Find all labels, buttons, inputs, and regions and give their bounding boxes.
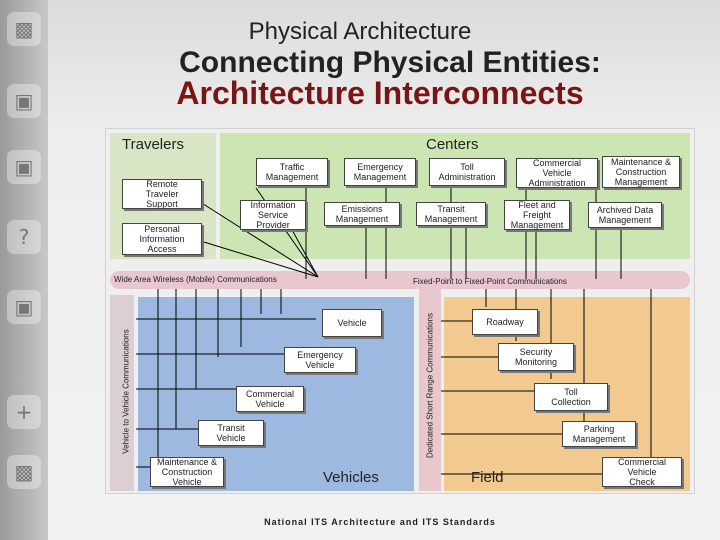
information-service-provider-box: Information Service Provider [240,200,306,230]
field-label: Field [471,469,504,486]
security-monitoring-box: Security Monitoring [498,343,574,371]
vehicle-box: Vehicle [322,309,382,337]
archived-data-management-box: Archived Data Management [588,202,662,228]
car-icon: ▩ [7,12,41,46]
v2v-strip [110,295,134,491]
traffic-management-box: Traffic Management [256,158,328,186]
question-icon: ? [7,220,41,254]
parking-management-box: Parking Management [562,421,636,447]
bus-icon: ▣ [7,290,41,324]
fixed-point-label: Fixed-Point to Fixed-Point Communication… [413,277,567,286]
plus-icon: + [7,395,41,429]
bus-icon: ▣ [7,84,41,118]
car-icon: ▩ [7,455,41,489]
architecture-diagram: Travelers Centers Vehicles Field Wide Ar… [105,128,695,494]
footer-text: National ITS Architecture and ITS Standa… [264,517,496,527]
dsrc-label: Dedicated Short Range Communications [425,313,435,458]
page-subtitle: Physical Architecture [248,18,472,45]
page-heading: Architecture Interconnects [176,75,584,111]
centers-region [220,133,690,259]
commercial-vehicle-box: Commercial Vehicle [236,386,304,412]
maintenance-construction-vehicle-box: Maintenance & Construction Vehicle [150,457,224,487]
transit-vehicle-box: Transit Vehicle [198,420,264,446]
toll-collection-box: Toll Collection [534,383,608,411]
centers-label: Centers [426,136,479,153]
dsrc-strip [419,287,441,491]
commercial-vehicle-check-box: Commercial Vehicle Check [602,457,682,487]
remote-traveler-support-box: Remote Traveler Support [122,179,202,209]
v2v-label: Vehicle to Vehicle Communications [121,329,131,454]
fleet-freight-management-box: Fleet and Freight Management [504,200,570,230]
travelers-label: Travelers [122,136,184,153]
toll-administration-box: Toll Administration [429,158,505,186]
transit-management-box: Transit Management [416,202,486,226]
sidebar-strip: ▩ ▣ ▣ ? ▣ + ▩ [0,0,48,540]
emergency-vehicle-box: Emergency Vehicle [284,347,356,373]
maintenance-construction-management-box: Maintenance & Construction Management [602,156,680,188]
emissions-management-box: Emissions Management [324,202,400,226]
wide-area-wireless-label: Wide Area Wireless (Mobile) Communicatio… [114,275,277,284]
page-title: Connecting Physical Entities: [179,46,601,79]
vehicles-label: Vehicles [323,469,379,486]
commercial-vehicle-administration-box: Commercial Vehicle Administration [516,158,598,188]
comm-bar [110,271,690,289]
bus-icon: ▣ [7,150,41,184]
personal-information-access-box: Personal Information Access [122,223,202,255]
roadway-box: Roadway [472,309,538,335]
emergency-management-box: Emergency Management [344,158,416,186]
